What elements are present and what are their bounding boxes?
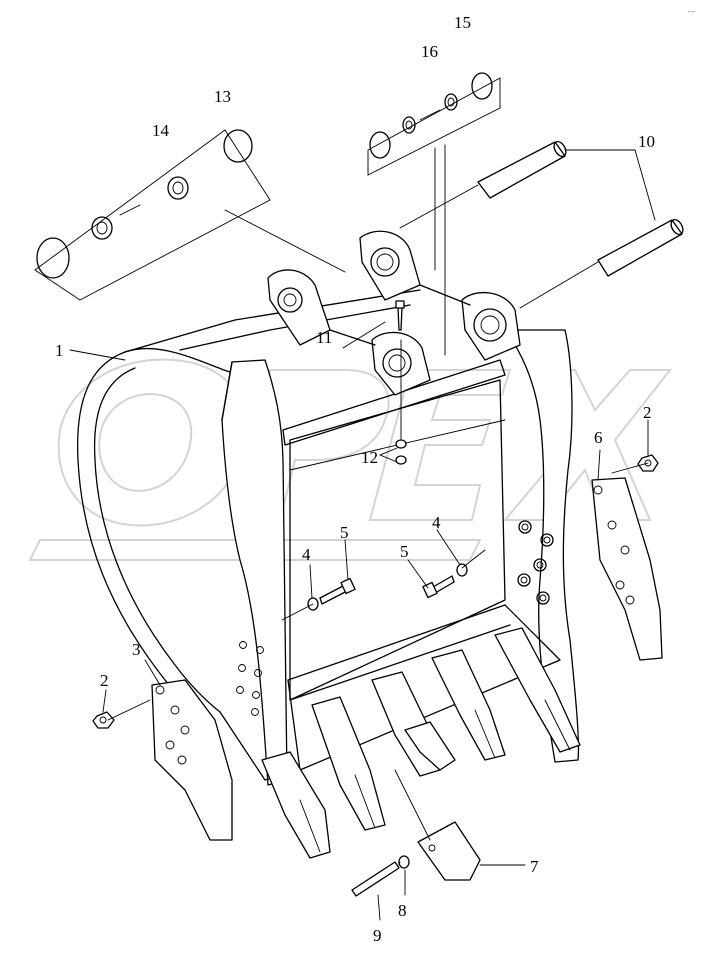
callout-16: 16: [421, 42, 438, 61]
callout-5-left: 5: [340, 523, 349, 542]
hardware: [36, 72, 659, 897]
callout-11: 11: [316, 328, 332, 347]
callout-5-right: 5: [400, 542, 409, 561]
callout-6: 6: [594, 428, 603, 447]
callout-14: 14: [152, 121, 170, 140]
bucket-teeth: [261, 627, 581, 859]
callout-9: 9: [373, 926, 382, 945]
assembly-lines: [34, 77, 656, 921]
side-cutters: [151, 477, 663, 841]
callout-12: 12: [361, 448, 378, 467]
callout-15: 15: [454, 13, 471, 32]
callout-4-right: 4: [432, 513, 441, 532]
callout-labels: 1 2 2 3 4 4 5 5 6 7 8 9 10 11 12 13 14 1…: [55, 13, 655, 945]
callout-2-right: 2: [643, 403, 652, 422]
callout-4-left: 4: [302, 545, 311, 564]
corner-mark: ---: [688, 9, 696, 16]
watermark-logo: [28, 358, 673, 561]
bucket-pins: [477, 140, 684, 277]
callout-7: 7: [530, 857, 539, 876]
callout-8: 8: [398, 901, 407, 920]
callout-3: 3: [132, 640, 141, 659]
bucket-body: [76, 289, 580, 786]
callout-13: 13: [214, 87, 231, 106]
callout-1: 1: [55, 341, 64, 360]
callout-10: 10: [638, 132, 655, 151]
callout-2-left: 2: [100, 671, 109, 690]
